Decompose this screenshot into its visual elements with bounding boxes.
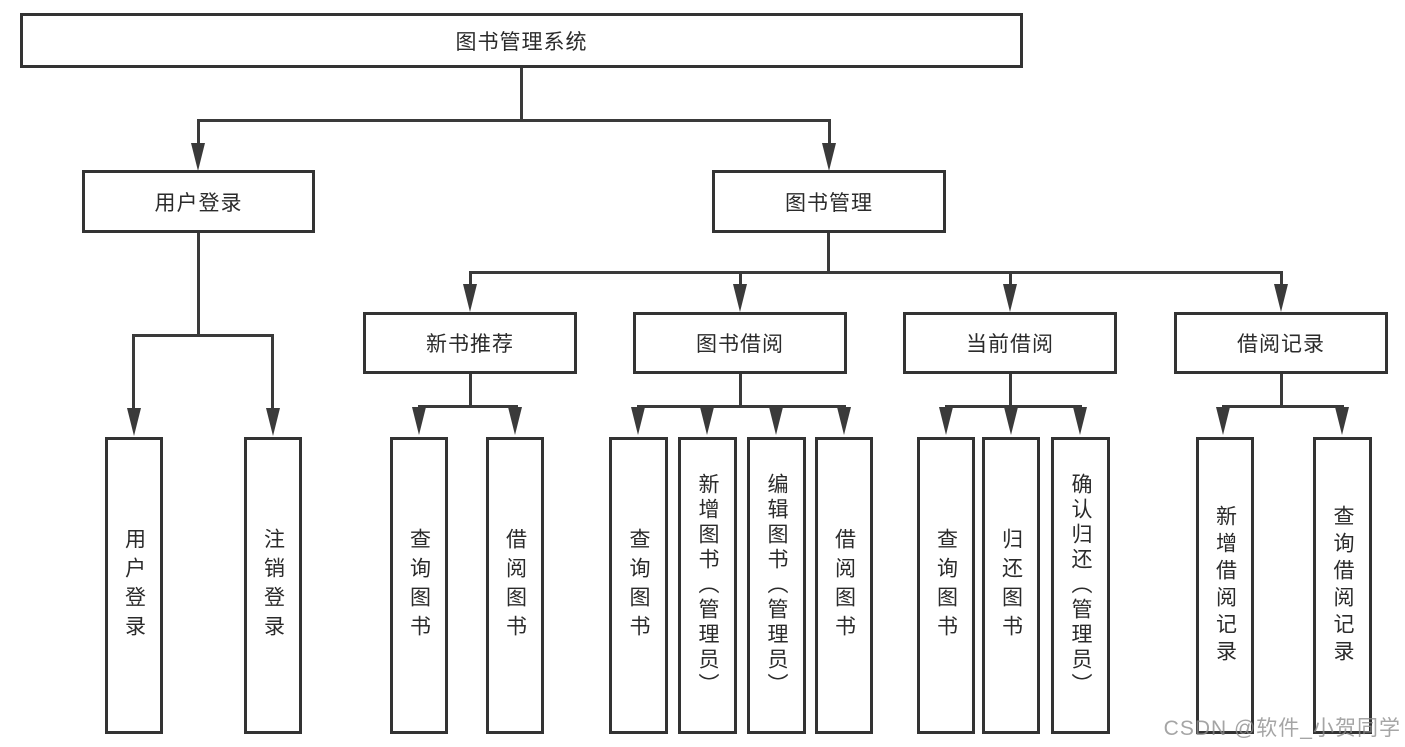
connector-stem-book-borrow	[739, 271, 742, 289]
connector-root-drop	[520, 68, 523, 121]
leaf-bb-query-book: 查询图书	[609, 437, 668, 734]
csdn-watermark: CSDN @软件_小贺同学	[1163, 717, 1401, 740]
node-user-login-branch: 用户登录	[82, 170, 315, 233]
arrow-down-icon	[127, 408, 141, 436]
connector-stem-current-borrow	[1009, 271, 1012, 289]
node-borrow-record: 借阅记录	[1174, 312, 1388, 374]
connector-br-drop	[1280, 374, 1283, 407]
node-book-borrow-label: 图书借阅	[696, 333, 784, 356]
node-current-borrow-label: 当前借阅	[966, 333, 1054, 356]
arrow-down-icon	[631, 407, 645, 435]
arrow-down-icon	[412, 407, 426, 435]
leaf-br-add-record-label: 新增借阅记录	[1213, 504, 1237, 667]
connector-bb-drop	[739, 374, 742, 407]
connector-level2-bus	[469, 271, 1283, 274]
node-root: 图书管理系统	[20, 13, 1023, 68]
leaf-bb-borrow-book-label: 借阅图书	[832, 527, 856, 644]
leaf-bb-edit-book: 编辑图书（管理员）	[747, 437, 806, 734]
leaf-nbr-query-book: 查询图书	[390, 437, 448, 734]
leaf-nbr-borrow-book-label: 借阅图书	[503, 527, 527, 644]
leaf-br-query-record: 查询借阅记录	[1313, 437, 1372, 734]
leaf-bb-borrow-book: 借阅图书	[815, 437, 873, 734]
node-book-borrow: 图书借阅	[633, 312, 847, 374]
leaf-logout: 注销登录	[244, 437, 302, 734]
leaf-cb-return-book-label: 归还图书	[999, 527, 1023, 644]
leaf-bb-query-book-label: 查询图书	[627, 527, 650, 644]
arrow-down-icon	[1216, 407, 1230, 435]
node-user-login-branch-label: 用户登录	[154, 191, 243, 215]
node-book-management-branch-label: 图书管理	[785, 191, 873, 215]
connector-stem-new-book-recommend	[469, 271, 472, 289]
connector-stem-book-mgmt	[828, 119, 831, 149]
node-current-borrow: 当前借阅	[903, 312, 1117, 374]
node-borrow-record-label: 借阅记录	[1237, 333, 1325, 356]
leaf-cb-confirm-return: 确认归还（管理员）	[1051, 437, 1110, 734]
arrow-down-icon	[769, 407, 783, 435]
connector-user-login-drop	[197, 233, 200, 336]
leaf-user-login-label: 用户登录	[122, 527, 146, 644]
leaf-cb-query-book: 查询图书	[917, 437, 975, 734]
arrow-down-icon	[1335, 407, 1349, 435]
arrow-down-icon	[1073, 407, 1087, 435]
arrow-down-icon	[1274, 284, 1288, 312]
leaf-nbr-borrow-book: 借阅图书	[486, 437, 544, 734]
leaf-nbr-query-book-label: 查询图书	[407, 527, 431, 644]
connector-cb-drop	[1009, 374, 1012, 407]
arrow-down-icon	[1004, 407, 1018, 435]
arrow-down-icon	[191, 143, 205, 171]
leaf-br-query-record-label: 查询借阅记录	[1331, 504, 1354, 667]
leaf-user-login: 用户登录	[105, 437, 163, 734]
connector-stem-user-login	[197, 119, 200, 149]
connector-user-login-bus	[132, 334, 274, 337]
connector-stem-leaf-user-login	[132, 334, 135, 410]
arrow-down-icon	[837, 407, 851, 435]
leaf-br-add-record: 新增借阅记录	[1196, 437, 1254, 734]
arrow-down-icon	[463, 284, 477, 312]
node-root-label: 图书管理系统	[455, 30, 588, 54]
leaf-bb-add-book: 新增图书（管理员）	[678, 437, 737, 734]
node-book-management-branch: 图书管理	[712, 170, 946, 233]
connector-br-bus	[1222, 405, 1344, 408]
node-new-book-recommend-label: 新书推荐	[426, 333, 514, 356]
connector-book-mgmt-drop	[827, 233, 830, 273]
leaf-cb-confirm-return-label: 确认归还（管理员）	[1069, 473, 1092, 698]
arrow-down-icon	[939, 407, 953, 435]
arrow-down-icon	[822, 143, 836, 171]
connector-cb-bus	[945, 405, 1082, 408]
arrow-down-icon	[1003, 284, 1017, 312]
arrow-down-icon	[733, 284, 747, 312]
connector-nbr-bus	[418, 405, 518, 408]
connector-stem-borrow-record	[1280, 271, 1283, 289]
arrow-down-icon	[266, 408, 280, 436]
leaf-cb-query-book-label: 查询图书	[934, 527, 958, 644]
leaf-bb-edit-book-label: 编辑图书（管理员）	[765, 473, 788, 698]
connector-nbr-drop	[469, 374, 472, 407]
leaf-logout-label: 注销登录	[261, 527, 285, 644]
connector-stem-leaf-logout	[271, 334, 274, 410]
leaf-cb-return-book: 归还图书	[982, 437, 1040, 734]
node-new-book-recommend: 新书推荐	[363, 312, 577, 374]
leaf-bb-add-book-label: 新增图书（管理员）	[696, 473, 719, 698]
arrow-down-icon	[508, 407, 522, 435]
arrow-down-icon	[700, 407, 714, 435]
connector-bb-bus	[637, 405, 846, 408]
connector-level1-bus	[197, 119, 831, 122]
